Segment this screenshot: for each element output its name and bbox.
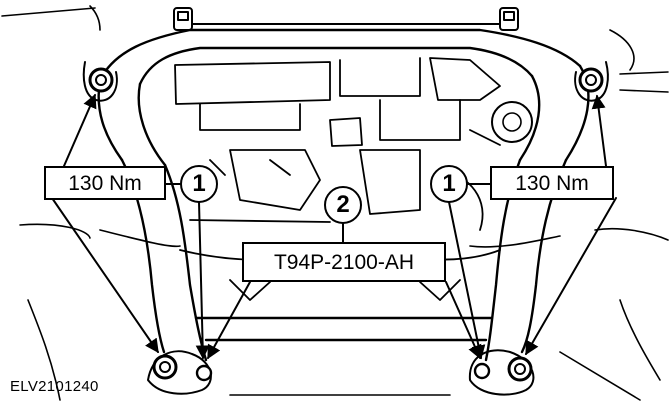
figure-id: ELV2101240 bbox=[10, 378, 99, 395]
callout-arrow bbox=[51, 93, 617, 360]
bolt-icon bbox=[147, 350, 213, 395]
torque-label-left: 130 Nm bbox=[44, 166, 166, 200]
callout-1-right: 1 bbox=[430, 165, 468, 203]
bolt-icon bbox=[82, 61, 118, 102]
torque-label-right: 130 Nm bbox=[490, 166, 614, 200]
tool-part-number-label: T94P-2100-AH bbox=[242, 242, 446, 282]
pulley-icon bbox=[491, 101, 533, 143]
callout-2: 2 bbox=[324, 186, 362, 224]
callout-1-left: 1 bbox=[180, 165, 218, 203]
pulley-hub-icon bbox=[502, 112, 522, 132]
background-lines bbox=[1, 5, 669, 401]
top-tabs bbox=[173, 7, 519, 31]
